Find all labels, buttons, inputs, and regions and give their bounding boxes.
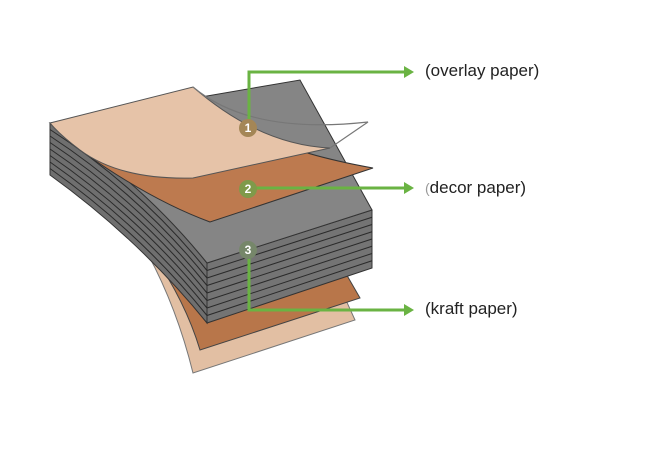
sheet-side-line [49,168,208,316]
label-overlay-paper: (overlay paper) [425,61,540,80]
sheet-side-line [49,135,208,279]
arrowhead-3 [404,304,414,316]
leader-line-1 [247,70,405,127]
overlay-curl [192,86,369,149]
label-decor-prefix: ( [425,180,430,196]
leader-line-3 [247,250,405,312]
sheet-line [206,253,373,309]
sheet-line [206,238,373,294]
arrowhead-1 [404,66,414,78]
label-decor-text: decor paper) [429,178,527,197]
marker-1 [239,119,257,137]
label-kraft-paper: (kraft paper) [425,299,518,318]
sheet-side-line [49,148,208,294]
sheet-line [206,231,373,286]
leader-lines [247,70,405,312]
sheet-line [206,260,373,316]
marker-2-number: 2 [245,182,252,196]
overlay-sheet [49,86,331,179]
sheet-line [206,245,373,301]
arrowhead-2 [404,182,414,194]
label-decor-paper: (decor paper) [425,178,526,198]
sheet-line [206,224,373,279]
marker-3 [239,241,257,259]
sheet-side-line [49,142,208,286]
sheet-side-line [49,155,208,301]
marker-3-number: 3 [245,243,252,257]
sheet-side-line [49,161,208,309]
marker-1-number: 1 [245,121,252,135]
marker-2 [239,180,257,198]
sheet-line [206,216,373,271]
